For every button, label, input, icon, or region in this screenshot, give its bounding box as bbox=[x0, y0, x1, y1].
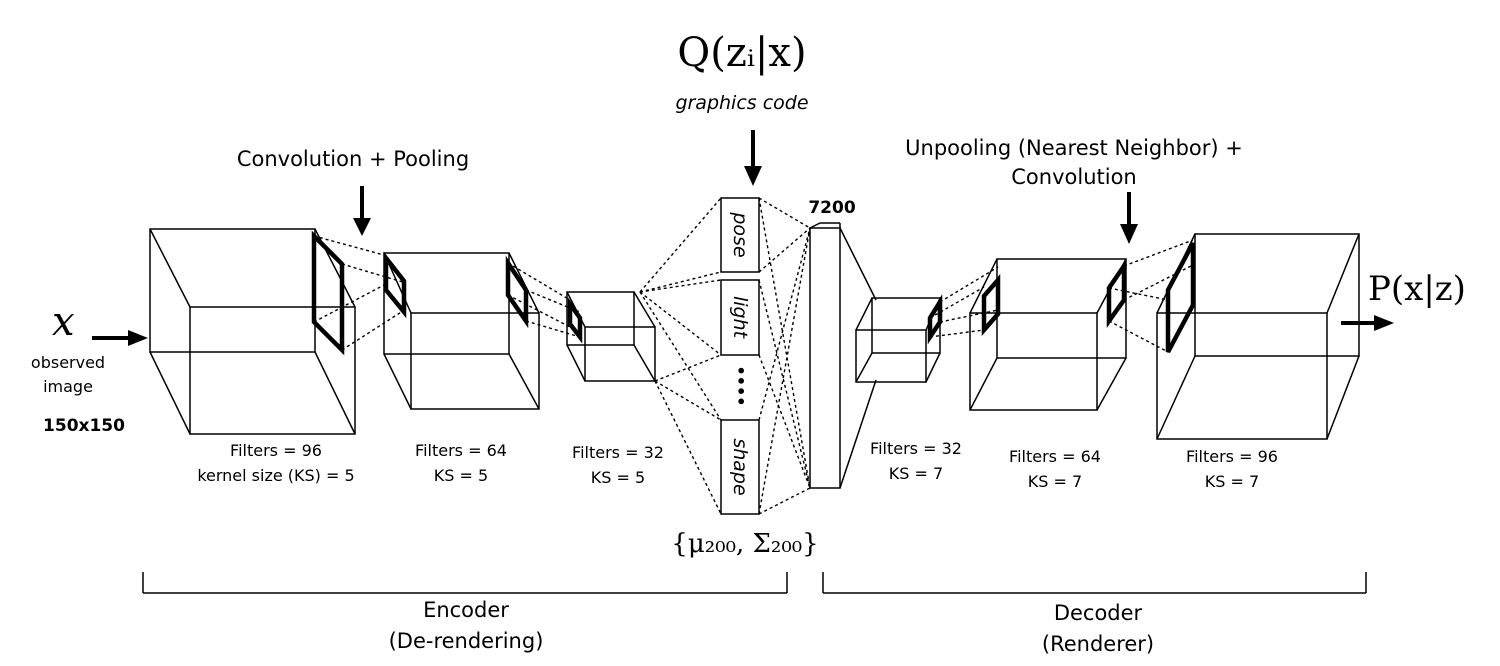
input-size-label: 150x150 bbox=[43, 416, 125, 436]
graphics-code-arrow bbox=[744, 130, 762, 186]
decoder-kernel-2 bbox=[1106, 258, 1127, 329]
encoder-kernel-2b bbox=[567, 296, 583, 344]
decoder-layer-2-filters: Filters = 64 bbox=[1009, 447, 1101, 466]
encoder-layer-2-ks: KS = 5 bbox=[434, 466, 488, 485]
input-symbol: x bbox=[52, 299, 75, 345]
encoder-cube-3 bbox=[566, 291, 656, 382]
fc-layer bbox=[809, 222, 841, 489]
latent-to-fc-connections bbox=[758, 197, 811, 515]
decoder-cube-3 bbox=[1156, 233, 1360, 440]
latent-label-shape: shape bbox=[729, 438, 751, 495]
fc-to-decoder-connections bbox=[839, 227, 877, 489]
latent-group-shape: shape bbox=[720, 419, 760, 515]
encoder-op-label: Convolution + Pooling bbox=[237, 147, 469, 171]
encoder-layer-3-filters: Filters = 32 bbox=[572, 443, 664, 462]
fc-size-label: 7200 bbox=[808, 198, 855, 218]
encoder-cube-2 bbox=[383, 252, 540, 410]
encoder-section-sublabel: (De-rendering) bbox=[389, 629, 544, 653]
input-arrow bbox=[92, 330, 148, 346]
decoder-op-arrow bbox=[1120, 192, 1138, 244]
graphics-code-label: graphics code bbox=[675, 92, 808, 114]
latent-ellipsis: •••• bbox=[731, 366, 750, 407]
encoder-to-latent-connections bbox=[639, 197, 722, 515]
latent-group-light: light bbox=[720, 279, 760, 356]
decoder-section-sublabel: (Renderer) bbox=[1042, 632, 1154, 656]
encoder-layer-2-filters: Filters = 64 bbox=[415, 441, 507, 460]
decoder-layer-1-filters: Filters = 32 bbox=[870, 439, 962, 458]
top-formula: Q(zᵢ|x) bbox=[677, 30, 806, 76]
encoder-op-arrow bbox=[353, 186, 371, 236]
decoder-connections-2 bbox=[1108, 239, 1194, 353]
encoder-kernel-1 bbox=[311, 230, 345, 356]
latent-label-light: light bbox=[729, 296, 751, 340]
decoder-layer-1-ks: KS = 7 bbox=[889, 464, 943, 483]
output-arrow bbox=[1341, 315, 1394, 331]
decoder-layer-3-ks: KS = 7 bbox=[1205, 472, 1259, 491]
decoder-kernel-1b bbox=[981, 274, 1001, 336]
decoder-section-label: Decoder bbox=[1054, 601, 1143, 625]
latent-params: {μ₂₀₀, Σ₂₀₀} bbox=[671, 529, 818, 559]
encoder-bracket bbox=[142, 572, 788, 594]
input-caption-line1: observed bbox=[31, 353, 105, 372]
decoder-layer-3-filters: Filters = 96 bbox=[1186, 447, 1278, 466]
input-caption-line2: image bbox=[43, 377, 93, 396]
decoder-connections-1 bbox=[929, 266, 999, 338]
decoder-kernel-1 bbox=[927, 294, 943, 345]
encoder-kernel-1b bbox=[383, 251, 407, 319]
encoder-layer-1-ks: kernel size (KS) = 5 bbox=[197, 466, 354, 485]
decoder-cube-1 bbox=[855, 297, 941, 383]
latent-group-pose: pose bbox=[720, 197, 760, 273]
encoder-section-label: Encoder bbox=[423, 598, 509, 622]
decoder-layer-2-ks: KS = 7 bbox=[1028, 472, 1082, 491]
encoder-layer-3-ks: KS = 5 bbox=[591, 468, 645, 487]
latent-label-pose: pose bbox=[729, 211, 751, 257]
encoder-layer-1-filters: Filters = 96 bbox=[230, 441, 322, 460]
encoder-cube-1 bbox=[149, 228, 356, 435]
decoder-op-label-line1: Unpooling (Nearest Neighbor) + bbox=[905, 136, 1243, 160]
output-symbol: P(x|z) bbox=[1368, 269, 1466, 309]
decoder-kernel-2b bbox=[1165, 241, 1196, 354]
decoder-op-label-line2: Convolution bbox=[1011, 165, 1136, 189]
decoder-bracket bbox=[822, 572, 1367, 594]
decoder-cube-2 bbox=[969, 258, 1127, 411]
